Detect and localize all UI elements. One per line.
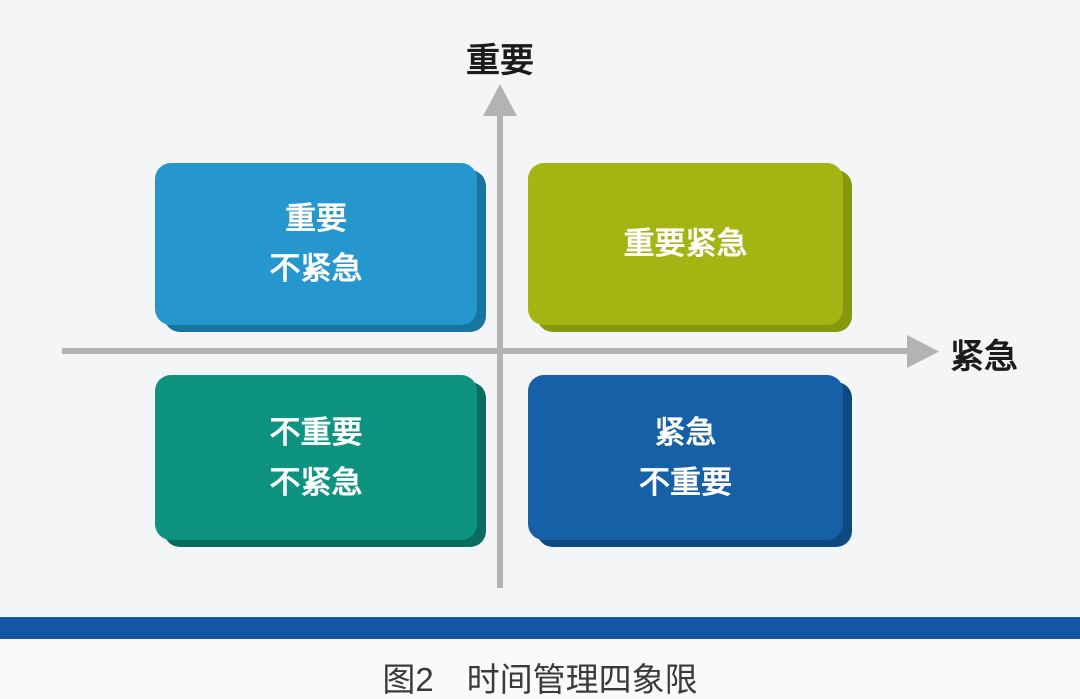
quadrant-label: 重要紧急 [623, 226, 748, 262]
quadrant-label: 不重要 不紧急 [269, 414, 363, 500]
quadrant-label: 紧急 不重要 [639, 414, 732, 500]
x-axis-label: 紧急 [950, 338, 1018, 376]
figure-caption: 图2 时间管理四象限 [382, 661, 698, 698]
divider-bar [0, 617, 1080, 639]
quadrant-notimportant-noturgent: 不重要 不紧急 [155, 375, 477, 540]
quadrant-important-urgent: 重要紧急 [528, 163, 843, 325]
quadrant-important-noturgent: 重要 不紧急 [155, 163, 477, 325]
y-axis-label: 重要 [466, 42, 534, 80]
x-axis-arrow-icon [907, 335, 939, 368]
quadrant-label: 重要 不紧急 [269, 201, 363, 286]
y-axis-arrow-icon [483, 84, 517, 116]
x-axis-line [62, 348, 908, 354]
quadrant-diagram: 重要 紧急 重要紧急 重要 不紧急 不重要 不紧急 紧急 不重要 [62, 42, 1018, 588]
quadrant-urgent-notimportant: 紧急 不重要 [528, 375, 843, 540]
